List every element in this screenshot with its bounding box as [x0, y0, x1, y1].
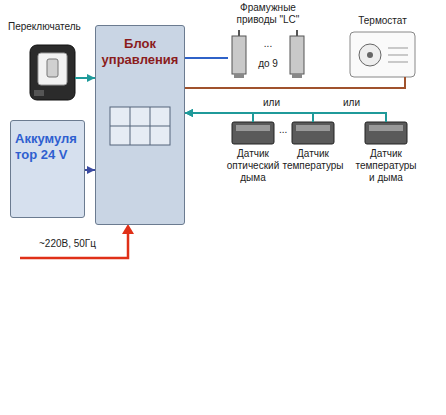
switch-icon: [30, 45, 75, 100]
wire-line: [185, 77, 405, 88]
sensor-icons: [232, 122, 407, 144]
arrow-head: [185, 109, 193, 117]
node-note: ...: [250, 38, 286, 50]
arrow-head: [185, 109, 193, 117]
wire-connector: [85, 166, 95, 174]
supply-label: ~220В, 50Гц: [38, 238, 97, 250]
arrow-head: [185, 109, 193, 117]
wire-line: [185, 113, 313, 122]
control-unit-box: Блок управления: [95, 25, 185, 225]
ellipsis-label: ...: [278, 124, 288, 136]
wire-connector: [185, 109, 253, 122]
sensor-node: Датчик температуры: [292, 122, 334, 144]
thermostat-node: Термостат: [350, 32, 415, 77]
node-title: Датчик оптический дыма: [220, 148, 286, 184]
sensor-node: Датчик температуры и дыма: [365, 122, 407, 144]
wire-line: [185, 57, 228, 59]
arrow-head: [87, 74, 95, 82]
sensor-node: Датчик оптический дыма: [232, 122, 274, 144]
mains-wire: [20, 224, 134, 258]
wire-line: [185, 113, 386, 122]
actuator-icons: [232, 30, 304, 78]
node-title: Блок управления: [99, 36, 181, 67]
or-label: или: [262, 97, 281, 109]
wire-line: [185, 113, 253, 122]
switch-node: Переключатель: [30, 45, 75, 100]
wire-connector: [185, 109, 386, 122]
node-title: Переключатель: [8, 21, 90, 33]
arrow-head: [87, 166, 95, 174]
node-title: Термостат: [350, 15, 415, 27]
control-panel: [109, 106, 171, 146]
wire-connector: [185, 109, 313, 122]
node-title: Фрамужные приводы "LC": [223, 2, 313, 26]
or-label: или: [342, 97, 361, 109]
thermostat-icon: [350, 32, 415, 77]
wire-connector: [185, 58, 228, 59]
node-title: Датчик температуры и дыма: [353, 148, 419, 184]
actuator-node: Фрамужные приводы "LC"...до 9: [228, 32, 308, 80]
battery-box: Аккумуля тор 24 V: [10, 120, 85, 218]
node-title: Аккумуля тор 24 V: [15, 131, 81, 162]
wire-connector: [75, 74, 95, 82]
node-note: до 9: [248, 58, 288, 70]
wire-connector: [185, 77, 405, 88]
node-title: Датчик температуры: [280, 148, 346, 172]
